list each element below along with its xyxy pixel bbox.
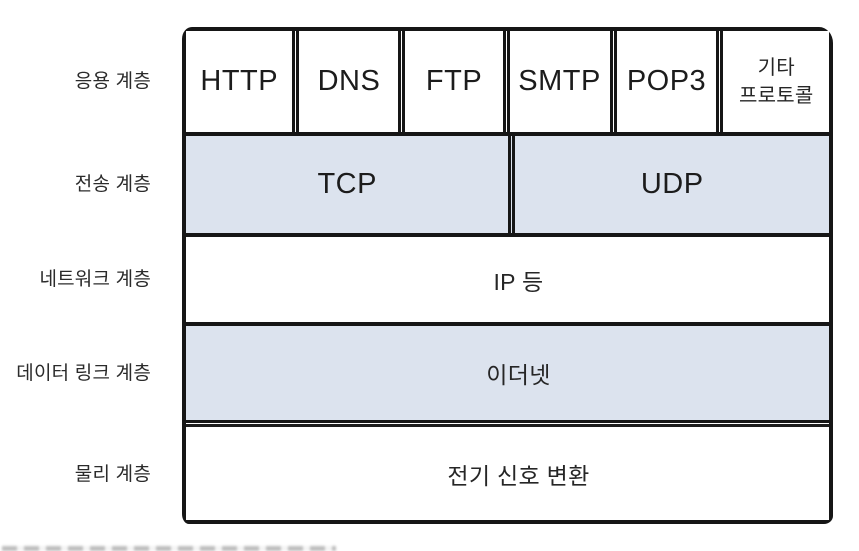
other-protocols-label: 기타 프로토콜 xyxy=(739,56,814,107)
tcp-label: TCP xyxy=(317,168,377,200)
layer-labels-column: 응용 계층 전송 계층 네트워크 계층 데이터 링크 계층 물리 계층 xyxy=(0,27,182,524)
smtp-label: SMTP xyxy=(518,65,601,97)
udp-label: UDP xyxy=(640,168,704,200)
pop3-label: POP3 xyxy=(626,65,707,97)
row-label-application: 응용 계층 xyxy=(0,27,182,132)
cropped-text-artifact xyxy=(2,546,336,551)
ftp-cell: FTP xyxy=(402,31,506,132)
udp-cell: UDP xyxy=(512,136,829,233)
row-label-physical: 물리 계층 xyxy=(0,420,182,524)
physical-layer-content: 전기 신호 변환 xyxy=(186,427,829,520)
network-layer-content: IP 등 xyxy=(186,237,829,322)
datalink-layer-content: 이더넷 xyxy=(186,326,829,420)
row-label-network: 네트워크 계층 xyxy=(0,233,182,322)
physical-layer-row: 전기 신호 변환 xyxy=(186,424,829,520)
dns-cell: DNS xyxy=(296,31,402,132)
row-label-transport: 전송 계층 xyxy=(0,132,182,233)
datalink-layer-row: 이더넷 xyxy=(186,326,829,423)
datalink-layer-label: 데이터 링크 계층 xyxy=(16,362,151,384)
other-protocols-cell: 기타 프로토콜 xyxy=(720,31,829,132)
pop3-cell: POP3 xyxy=(613,31,720,132)
transport-layer-row: TCP UDP xyxy=(186,136,829,237)
row-label-datalink: 데이터 링크 계층 xyxy=(0,322,182,420)
network-layer-row: IP 등 xyxy=(186,237,829,326)
protocol-stack-box: HTTP DNS FTP SMTP POP3 기타 프로토콜 TCP xyxy=(182,27,833,524)
transport-layer-label: 전송 계층 xyxy=(74,174,151,195)
electric-signal-label: 전기 신호 변환 xyxy=(447,462,590,489)
dns-label: DNS xyxy=(317,65,381,97)
ftp-label: FTP xyxy=(425,65,483,97)
application-layer-row: HTTP DNS FTP SMTP POP3 기타 프로토콜 xyxy=(186,31,829,136)
tcp-cell: TCP xyxy=(186,136,512,233)
application-layer-label: 응용 계층 xyxy=(74,71,151,92)
network-layer-label: 네트워크 계층 xyxy=(39,269,151,290)
http-label: HTTP xyxy=(200,65,279,97)
http-cell: HTTP xyxy=(186,31,296,132)
physical-layer-label: 물리 계층 xyxy=(74,463,151,485)
ip-label: IP 등 xyxy=(493,268,544,295)
ethernet-label: 이더넷 xyxy=(486,362,551,388)
smtp-cell: SMTP xyxy=(506,31,613,132)
